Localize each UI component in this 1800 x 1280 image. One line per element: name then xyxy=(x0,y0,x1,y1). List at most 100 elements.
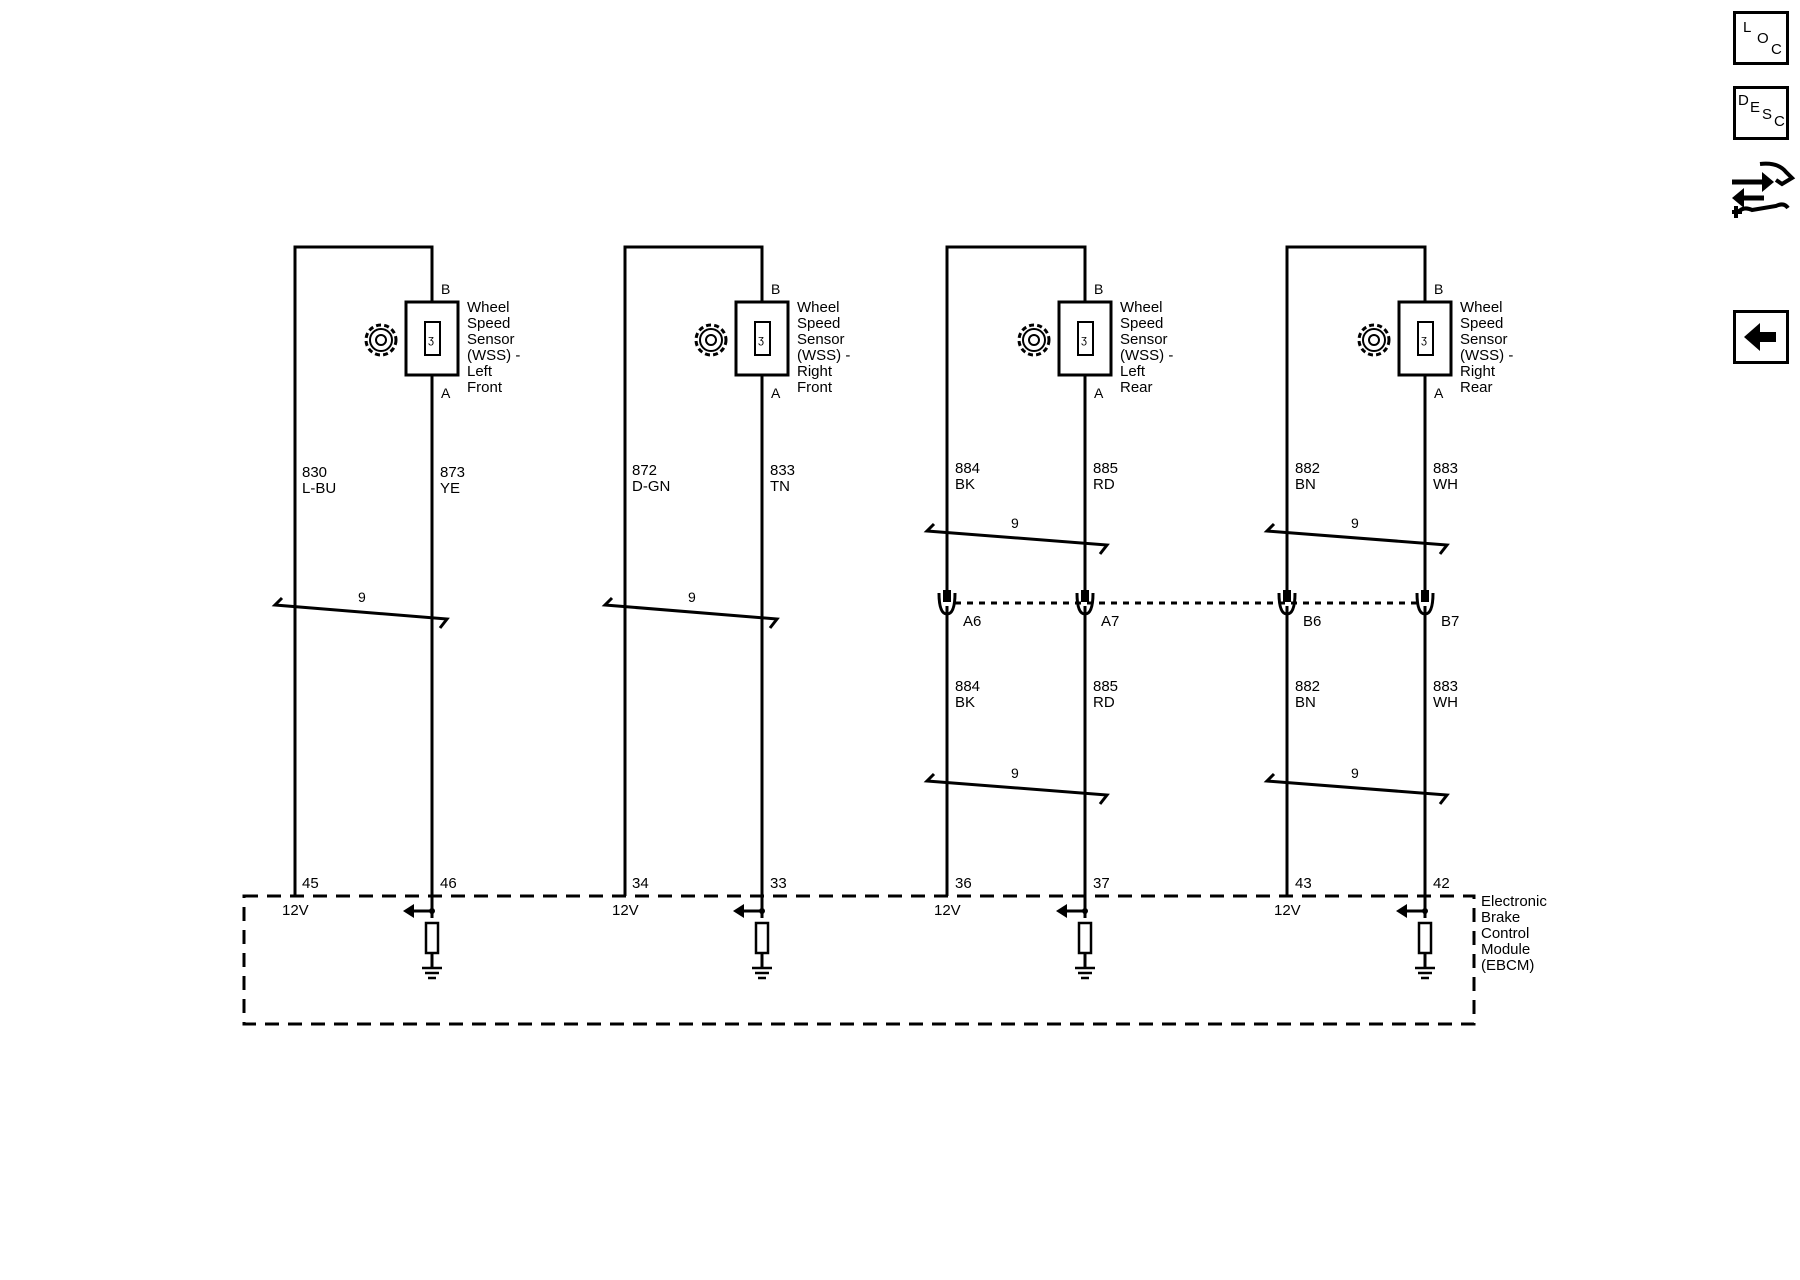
ground-icon xyxy=(422,966,442,980)
sensor-label-line: Right xyxy=(797,363,833,380)
ebcm-label-line: (EBCM) xyxy=(1481,957,1534,974)
supply-voltage-label: 12V xyxy=(282,902,309,919)
arrow-left-icon xyxy=(1744,323,1776,351)
connector-pin-icon xyxy=(1421,590,1429,602)
circuit-number: 885 xyxy=(1093,460,1118,477)
circuit-number: 884 xyxy=(955,678,980,695)
wire-color: YE xyxy=(440,480,460,497)
sensor-label-line: Speed xyxy=(467,315,510,332)
circuit-number: 883 xyxy=(1433,460,1458,477)
description-letter: D xyxy=(1738,92,1749,109)
sensor-label-line: Wheel xyxy=(1120,299,1163,316)
twist-label: 9 xyxy=(688,589,696,605)
back-button[interactable] xyxy=(1733,310,1789,364)
circuit-number: 884 xyxy=(955,460,980,477)
pin-b-label: B xyxy=(1434,281,1443,297)
twisted-pair-marker xyxy=(601,596,780,629)
wire-color: L-BU xyxy=(302,480,336,497)
description-letter: C xyxy=(1774,113,1785,130)
pin-a-label: A xyxy=(1094,385,1104,401)
location-button[interactable]: L O C xyxy=(1733,11,1789,65)
sensor-label-line: Left xyxy=(1120,363,1146,380)
sensor-element xyxy=(1077,321,1094,356)
resistor-icon xyxy=(424,921,440,955)
ebcm-pin-label: 45 xyxy=(302,875,319,892)
description-letter: S xyxy=(1762,106,1773,123)
resistor-icon xyxy=(754,921,770,955)
location-letter: L xyxy=(1743,19,1752,36)
connector-female-icon xyxy=(1415,592,1435,616)
pin-a-label: A xyxy=(771,385,781,401)
hall-symbol: ʒ xyxy=(428,334,434,346)
sensor-label-line: Wheel xyxy=(797,299,840,316)
sensor-label-line: (WSS) - xyxy=(1120,347,1173,364)
input-arrow-icon xyxy=(1396,904,1407,918)
sensor-label-line: Wheel xyxy=(467,299,510,316)
sensor-label-line: Rear xyxy=(1120,379,1153,396)
wire-color: BN xyxy=(1295,476,1316,493)
wire-882-bn-upper xyxy=(1285,245,1427,593)
wss-left-front-circuit: ʒ B A Wheel Speed Sensor (WSS) - Left Fr… xyxy=(271,245,520,980)
wire-color: BK xyxy=(955,476,975,493)
connector-pin-label: B6 xyxy=(1303,613,1321,630)
wss-left-rear-circuit: ʒ B A Wheel Speed Sensor (WSS) - Left Re… xyxy=(923,245,1173,980)
circuit-number: 872 xyxy=(632,462,657,479)
twist-label: 9 xyxy=(1011,515,1019,531)
description-letter: E xyxy=(1750,99,1761,116)
ebcm-label: Electronic Brake Control Module (EBCM) xyxy=(1481,893,1547,974)
wire-color: D-GN xyxy=(632,478,670,495)
hall-symbol: ʒ xyxy=(758,334,764,346)
ebcm-label-line: Electronic xyxy=(1481,893,1547,910)
ground-icon xyxy=(1415,966,1435,980)
sensor-label-line: Speed xyxy=(797,315,840,332)
wss-right-rear-circuit: ʒ B A Wheel Speed Sensor (WSS) - Right R… xyxy=(1263,245,1513,980)
wss-right-front-circuit: ʒ B A Wheel Speed Sensor (WSS) - Right F… xyxy=(601,245,850,980)
connector-pin-icon xyxy=(1283,590,1291,602)
circuit-number: 882 xyxy=(1295,460,1320,477)
ebcm-label-line: Module xyxy=(1481,941,1530,958)
junction-dot xyxy=(1422,908,1428,914)
sensor-element xyxy=(1417,321,1434,356)
twisted-pair-marker xyxy=(271,596,450,629)
resistor-icon xyxy=(1417,921,1433,955)
pin-a-label: A xyxy=(1434,385,1444,401)
sensor-label-line: (WSS) - xyxy=(467,347,520,364)
connector-female-icon xyxy=(937,592,957,616)
hall-symbol: ʒ xyxy=(1421,334,1427,346)
wire-830-l-bu xyxy=(293,245,434,896)
description-button[interactable]: D E S C xyxy=(1733,86,1789,140)
sensor-label-line: Wheel xyxy=(1460,299,1503,316)
junction-dot xyxy=(759,908,765,914)
supply-voltage-label: 12V xyxy=(1274,902,1301,919)
resistor-icon xyxy=(1077,921,1093,955)
wire-color: TN xyxy=(770,478,790,495)
input-arrow-icon xyxy=(403,904,414,918)
wire-color: BN xyxy=(1295,694,1316,711)
sensor-label-line: Left xyxy=(467,363,493,380)
twisted-pair-marker xyxy=(1263,772,1450,805)
ebcm-pin-label: 33 xyxy=(770,875,787,892)
circuit-number: 830 xyxy=(302,464,327,481)
ebcm-pin-label: 42 xyxy=(1433,875,1450,892)
sensor-element xyxy=(754,321,771,356)
wire-884-bk-upper xyxy=(945,245,1087,593)
sensor-label-line: Sensor xyxy=(467,331,515,348)
sensor-label-line: Speed xyxy=(1120,315,1163,332)
sensor-label-line: (WSS) - xyxy=(1460,347,1513,364)
sensor-label-line: Sensor xyxy=(1120,331,1168,348)
ebcm-label-line: Control xyxy=(1481,925,1529,942)
sensor-element xyxy=(424,321,441,356)
ebcm-label-line: Brake xyxy=(1481,909,1520,926)
wire-color: RD xyxy=(1093,476,1115,493)
twisted-pair-marker xyxy=(1263,522,1450,555)
location-letter: C xyxy=(1771,41,1782,58)
ebcm-module-outline xyxy=(242,894,1476,1026)
input-arrow-icon xyxy=(733,904,744,918)
tools-button[interactable] xyxy=(1730,158,1796,224)
sensor-label-line: Sensor xyxy=(797,331,845,348)
connector-pin-icon xyxy=(943,590,951,602)
wire-color: WH xyxy=(1433,476,1458,493)
sensor-label-line: Speed xyxy=(1460,315,1503,332)
wire-872-d-gn xyxy=(623,245,764,896)
